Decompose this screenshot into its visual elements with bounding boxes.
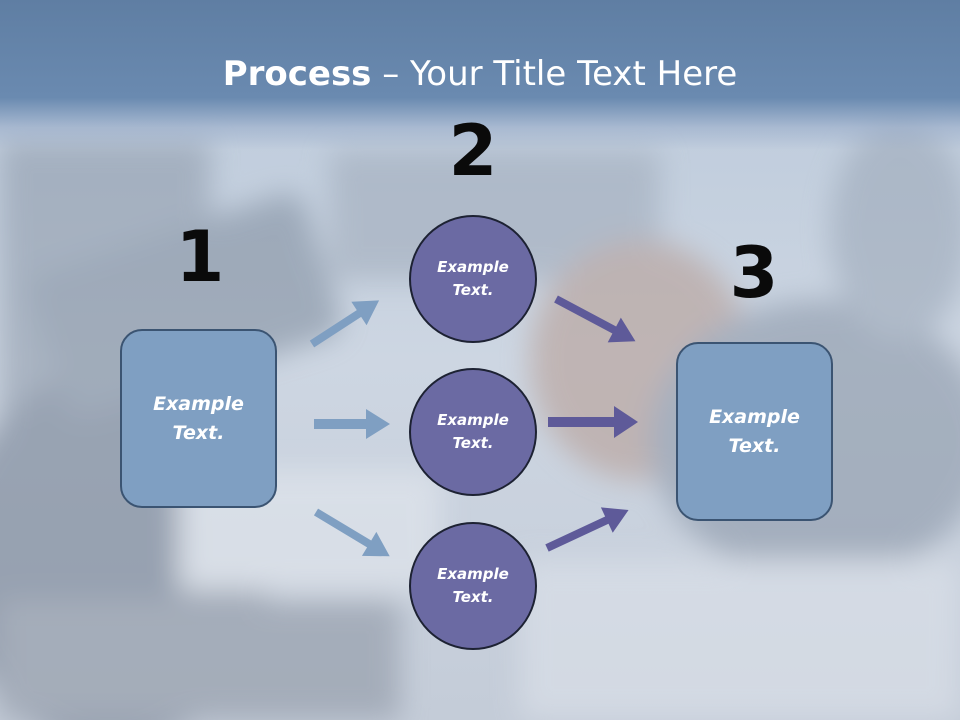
arrow-1-to-circle-bottom <box>313 508 390 557</box>
step-2-circle-bottom-text: Example Text. <box>437 565 509 606</box>
step-number-2: 2 <box>448 110 498 192</box>
title-bold: Process <box>222 54 372 94</box>
step-3-text: Example Text. <box>709 405 800 457</box>
step-2-circle-middle: Example Text. <box>409 368 537 496</box>
step-number-3: 3 <box>729 232 779 314</box>
arrow-circle-top-to-3 <box>554 295 636 343</box>
step-number-1: 1 <box>175 216 225 298</box>
step-3-box: Example Text. <box>676 342 833 521</box>
step-1-text: Example Text. <box>153 392 244 444</box>
step-2-circle-top: Example Text. <box>409 215 537 343</box>
slide-title: Process – Your Title Text Here <box>0 52 960 96</box>
step-2-circle-top-text: Example Text. <box>437 258 509 299</box>
arrow-1-to-circle-top <box>309 300 380 348</box>
arrow-circle-middle-to-3 <box>548 406 638 438</box>
title-rest: – Your Title Text Here <box>371 54 738 94</box>
arrow-1-to-circle-middle <box>314 409 390 439</box>
arrow-circle-bottom-to-3 <box>545 507 629 552</box>
title-bar <box>0 0 960 150</box>
step-2-circle-middle-text: Example Text. <box>437 411 509 452</box>
step-1-box: Example Text. <box>120 329 277 508</box>
step-2-circle-bottom: Example Text. <box>409 522 537 650</box>
